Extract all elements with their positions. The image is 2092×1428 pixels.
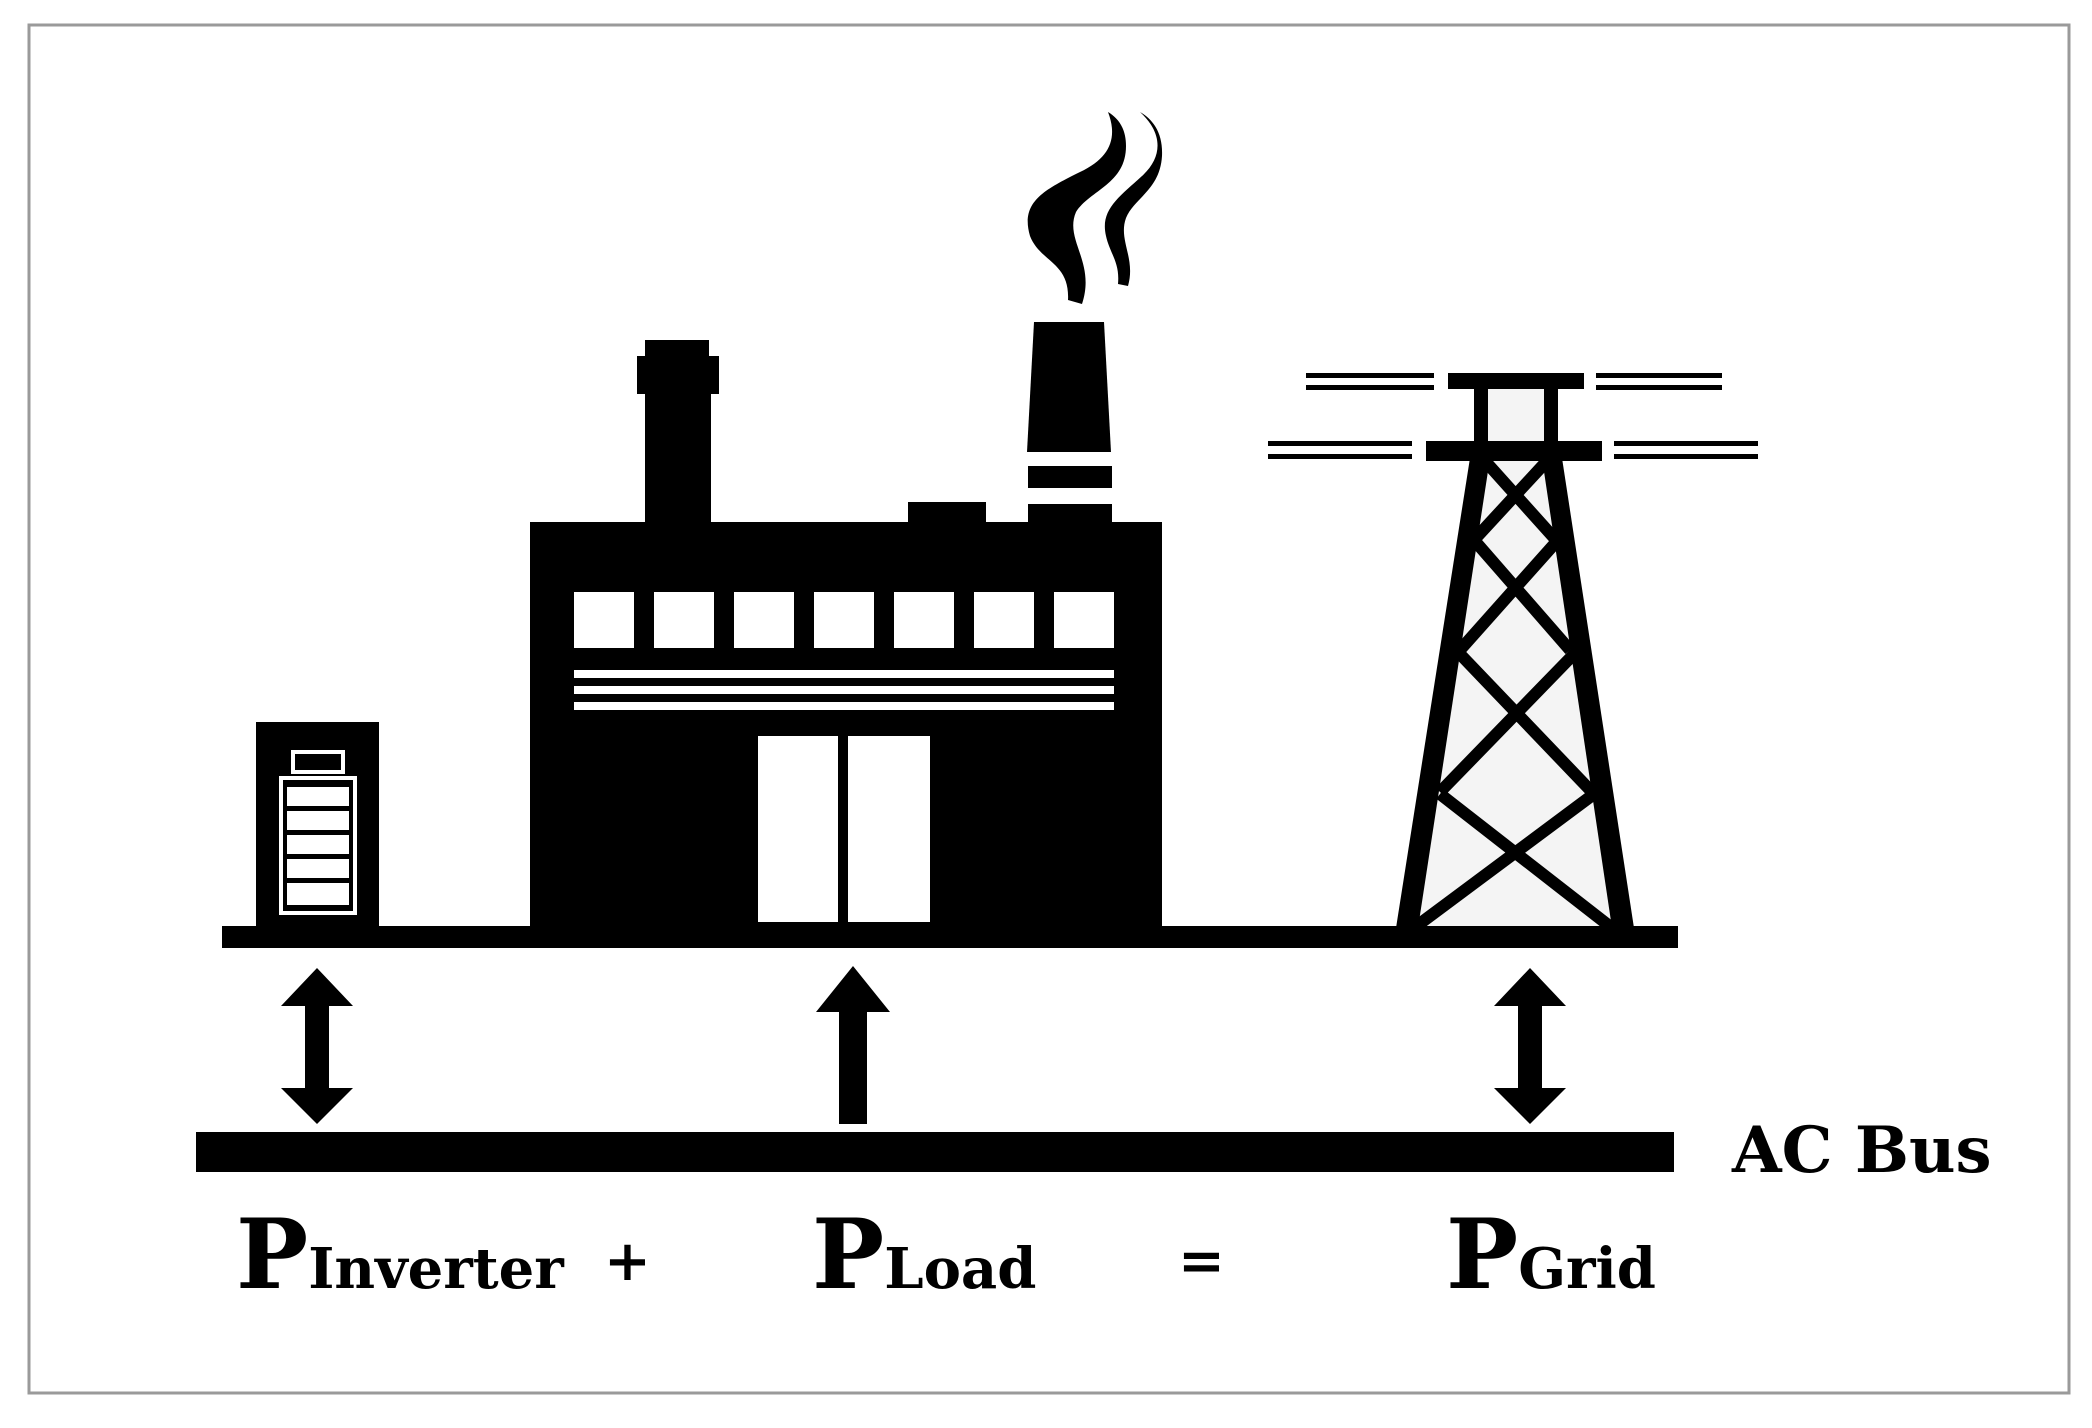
inverter-bidirectional-arrow bbox=[281, 968, 353, 1124]
battery-icon bbox=[256, 722, 379, 929]
load-subscript: Load bbox=[884, 1236, 1036, 1302]
equation-term-grid: PGrid bbox=[1446, 1198, 1656, 1311]
inverter-symbol: P bbox=[236, 1198, 308, 1311]
upper-rail bbox=[222, 926, 1678, 948]
inverter-subscript: Inverter bbox=[308, 1236, 565, 1302]
ac-bus-bar bbox=[196, 1132, 1674, 1172]
equation-term-load: PLoad bbox=[812, 1198, 1036, 1311]
equation-plus: + bbox=[604, 1228, 651, 1294]
grid-subscript: Grid bbox=[1518, 1236, 1656, 1302]
transmission-tower-icon bbox=[1268, 373, 1758, 933]
equation-equals: = bbox=[1178, 1228, 1225, 1294]
load-arrow bbox=[816, 966, 890, 1124]
grid-bidirectional-arrow bbox=[1494, 968, 1566, 1124]
ac-bus-label: AC Bus bbox=[1731, 1113, 1992, 1188]
power-balance-equation: PInverter + PLoad = PGrid bbox=[236, 1198, 1656, 1311]
equation-term-inverter: PInverter bbox=[236, 1198, 565, 1311]
load-symbol: P bbox=[812, 1198, 884, 1311]
grid-symbol: P bbox=[1446, 1198, 1518, 1311]
factory-icon bbox=[530, 112, 1163, 930]
smoke-icon bbox=[1027, 112, 1126, 304]
